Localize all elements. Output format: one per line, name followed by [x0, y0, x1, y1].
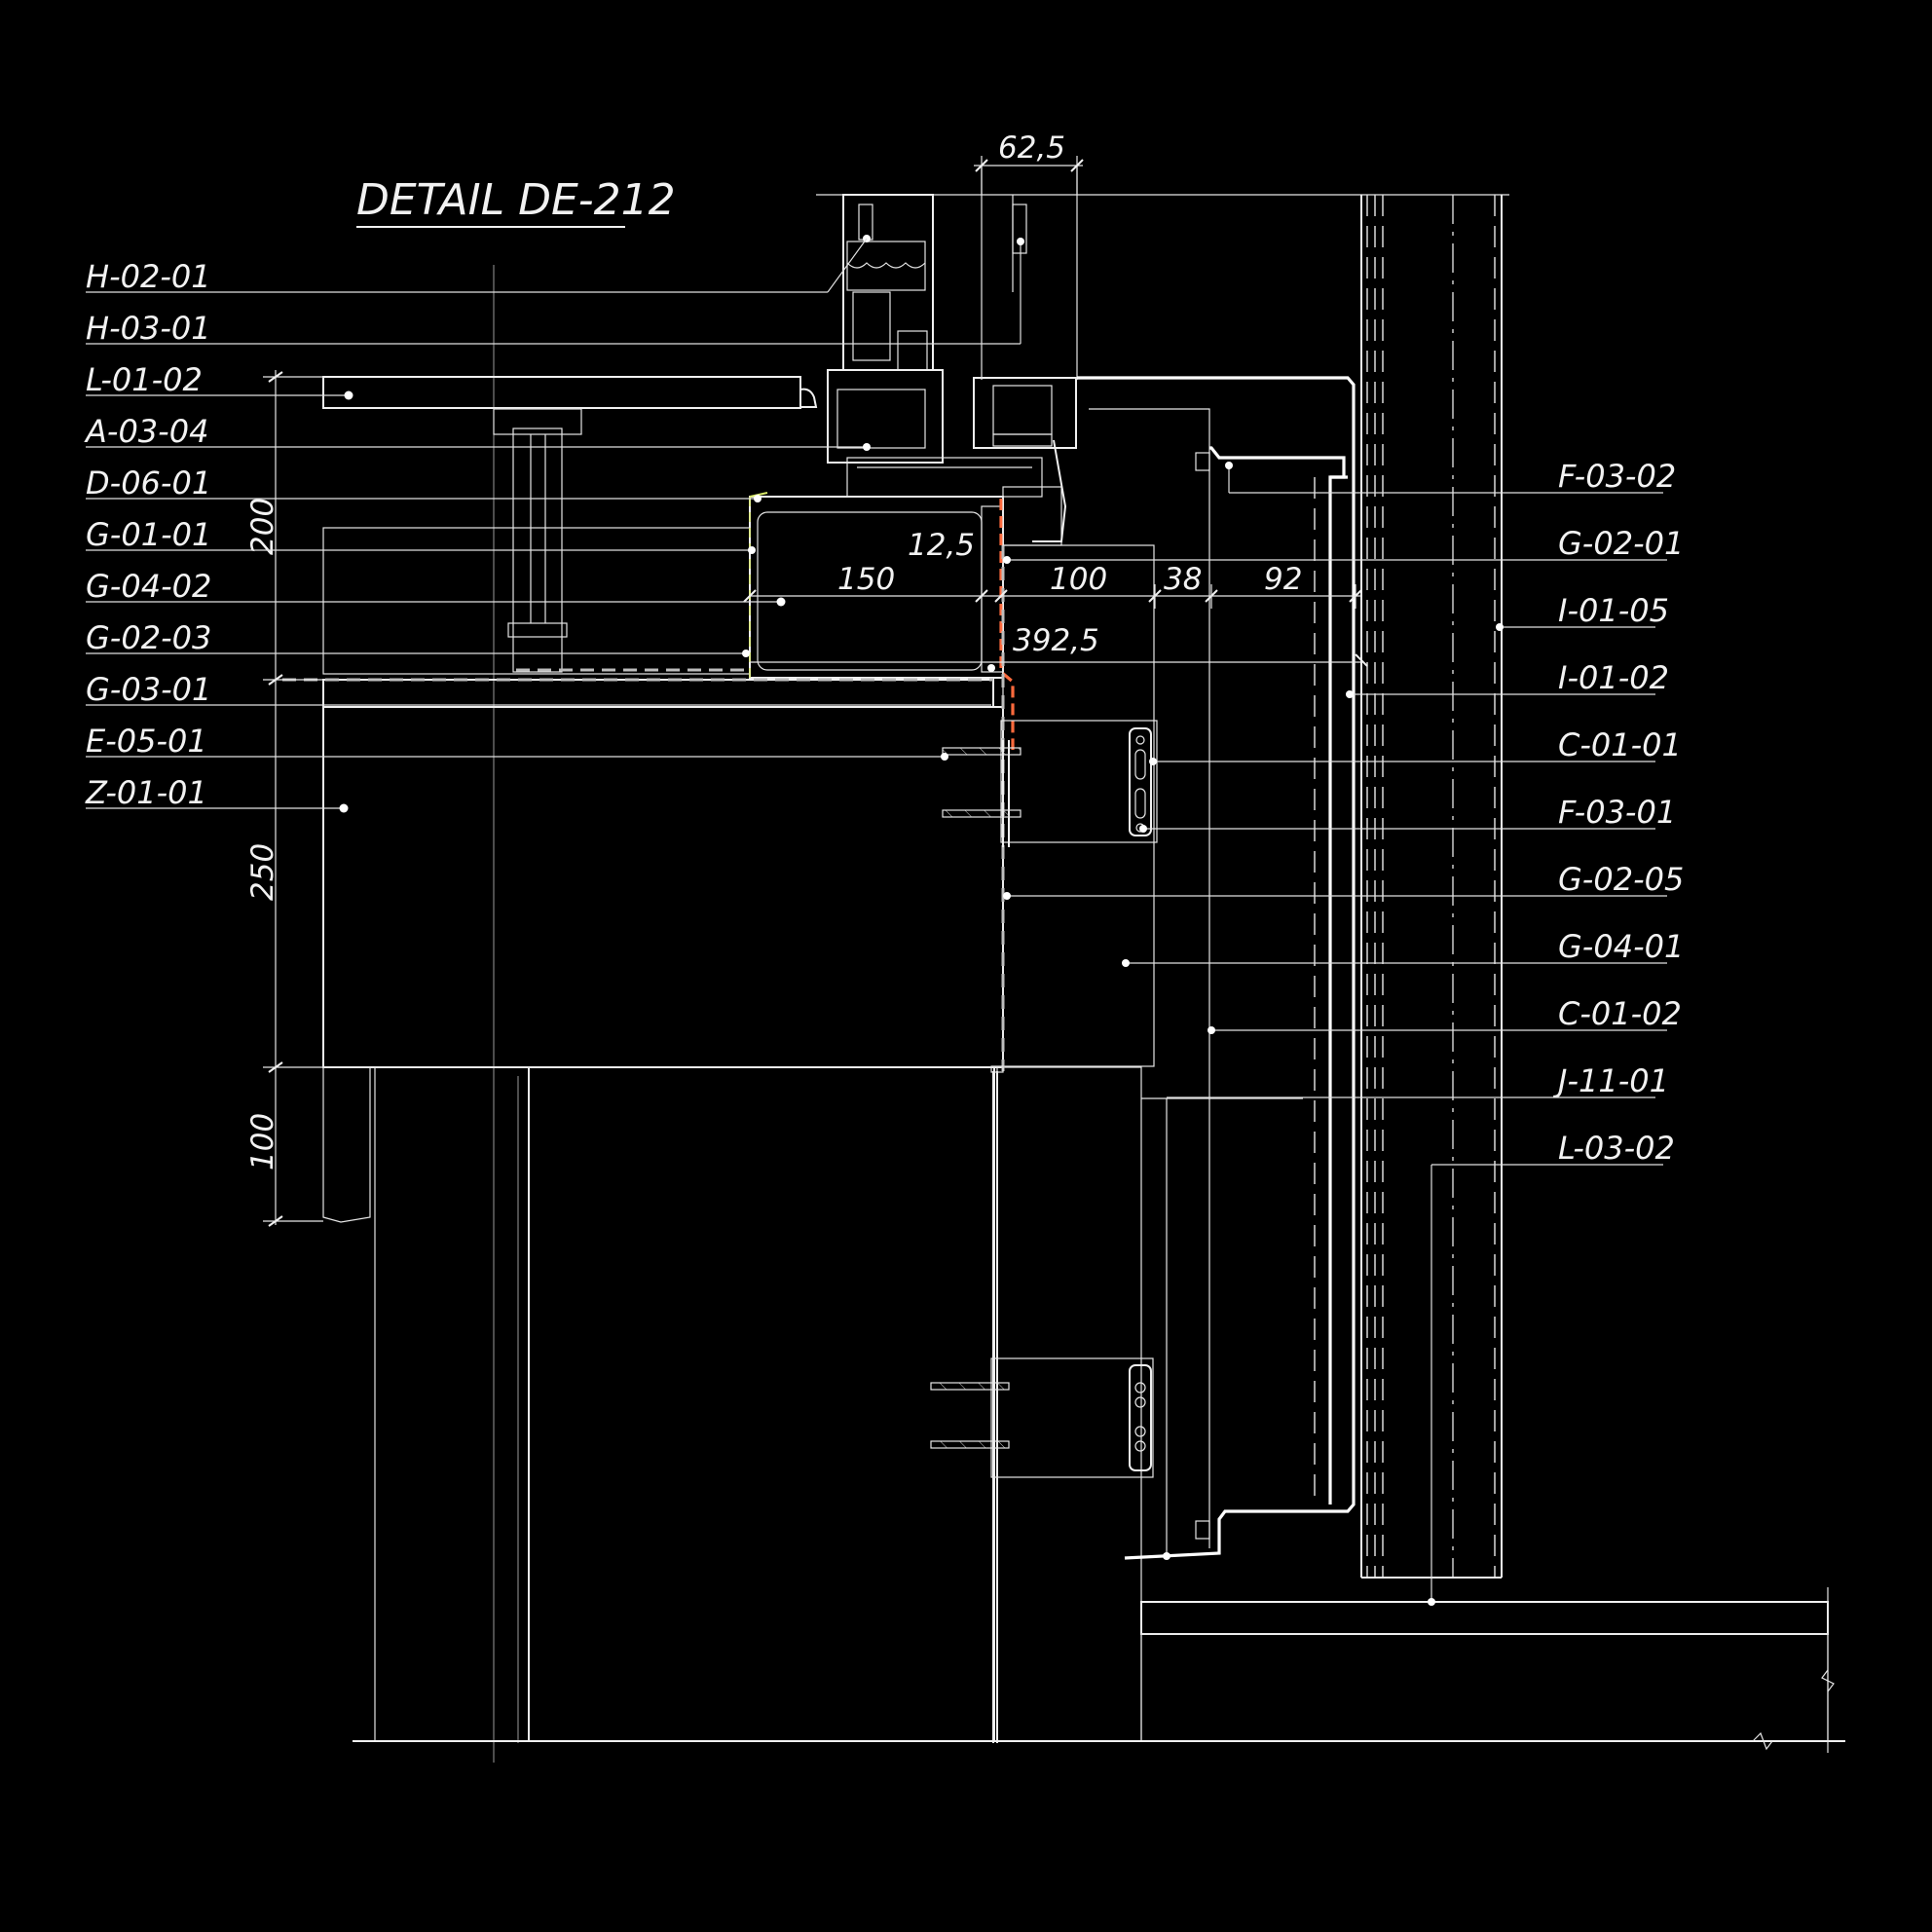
label-a-03-04: A-03-04	[84, 413, 208, 450]
label-e-05-01: E-05-01	[86, 723, 207, 760]
facade-insulation-lower	[996, 1066, 1142, 1742]
dim-92: 92	[1264, 562, 1302, 597]
label-h-03-01: H-03-01	[86, 310, 211, 347]
title-block: DETAIL DE-212	[356, 175, 676, 228]
label-g-04-01: G-04-01	[1558, 928, 1684, 965]
levelling-layer	[322, 679, 994, 708]
paving-layer	[1140, 1601, 1829, 1635]
dim-62-5: 62,5	[998, 130, 1065, 166]
label-d-06-01: D-06-01	[86, 464, 211, 502]
dim-12-5: 12,5	[908, 528, 975, 563]
sheet-metal-cladding	[1077, 376, 1356, 1560]
label-g-01-01: G-01-01	[86, 516, 211, 553]
label-j-11-01: J-11-01	[1552, 1062, 1669, 1099]
dim-38: 38	[1164, 562, 1202, 597]
label-c-01-02: C-01-02	[1558, 995, 1682, 1032]
ground-base	[1140, 1633, 1829, 1742]
label-f-03-02: F-03-02	[1558, 458, 1676, 495]
label-g-02-03: G-02-03	[86, 619, 211, 656]
label-l-03-02: L-03-02	[1558, 1130, 1675, 1167]
label-g-02-05: G-02-05	[1558, 861, 1684, 898]
dim-150: 150	[837, 562, 895, 597]
window-profile	[816, 166, 1509, 546]
concrete-slab	[322, 706, 1004, 1068]
dim-250: 250	[245, 843, 280, 901]
label-g-03-01: G-03-01	[86, 671, 211, 708]
dim-100-vertical: 100	[245, 1113, 280, 1170]
concrete-wall	[528, 1066, 995, 1742]
adjacent-wall	[1360, 195, 1503, 1579]
label-l-01-02: L-01-02	[86, 361, 203, 398]
label-c-01-01: C-01-01	[1558, 726, 1682, 763]
dimensions: 200 250 100 62,5 150 100 38 92 12,5 392,…	[245, 130, 1368, 1227]
wall-insulation-left	[374, 1066, 530, 1742]
label-g-04-02: G-04-02	[86, 568, 211, 605]
labels-left: H-02-01 H-03-01 L-01-02 A-03-04 D-06-01 …	[84, 235, 1024, 813]
sill-board	[322, 376, 801, 409]
label-i-01-02: I-01-02	[1558, 659, 1669, 696]
label-h-02-01: H-02-01	[86, 258, 211, 295]
geometry	[282, 166, 1845, 1763]
label-f-03-01: F-03-01	[1558, 794, 1676, 831]
label-z-01-01: Z-01-01	[85, 774, 207, 811]
dim-392-5: 392,5	[1013, 623, 1099, 658]
labels-right: F-03-02 G-02-01 I-01-05 I-01-02 C-01-01 …	[1003, 458, 1684, 1606]
dim-200: 200	[245, 498, 280, 555]
label-g-02-01: G-02-01	[1558, 525, 1684, 562]
dim-100: 100	[1050, 562, 1107, 597]
label-i-01-05: I-01-05	[1558, 592, 1669, 629]
detail-title: DETAIL DE-212	[356, 175, 676, 225]
